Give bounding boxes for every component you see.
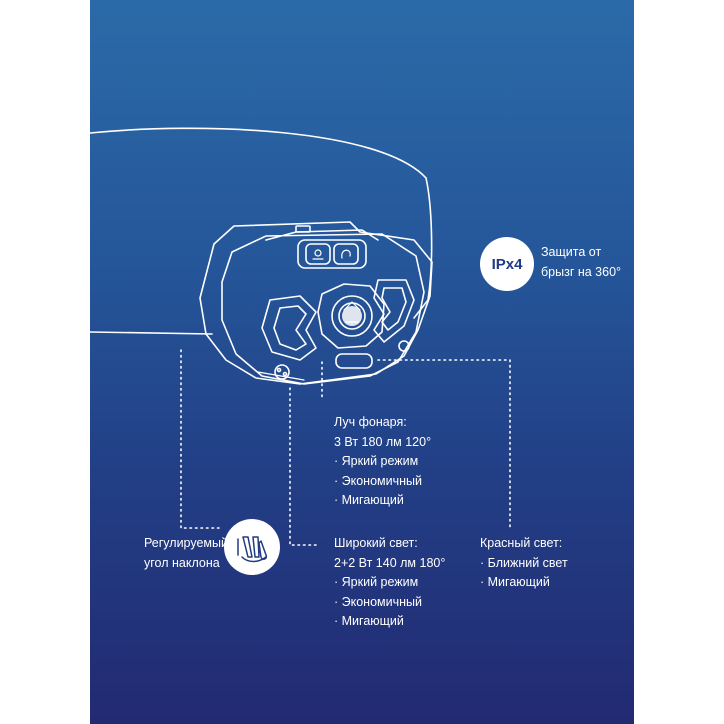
wide-light-mode-1: · Яркий режим [334,575,419,589]
callout-tilt-line [180,349,223,529]
wide-light-block: Широкий свет: 2+2 Вт 140 лм 180° · Яркий… [334,534,445,632]
front-body [221,233,425,385]
beam-mode-3: · Мигающий [334,493,404,507]
red-light-mode-2: · Мигающий [480,575,550,589]
top-clip [295,225,311,233]
strap-right-edge [425,177,433,301]
right-button [333,243,359,265]
ipx4-badge-icon: IPx4 [480,237,534,291]
tilt-icon-glyph [237,536,268,563]
beam-mode-2: · Экономичный [334,473,422,488]
headlamp-illustration [90,127,511,546]
ip-description-line1: Защита от [541,245,602,259]
top-plate [265,229,379,241]
red-led-window [335,353,373,369]
button-panel [297,239,367,269]
tilt-line1: Регулируемый [144,536,228,550]
wide-light-spec: 2+2 Вт 140 лм 180° [334,555,446,570]
left-button [305,243,331,265]
beam-spec: 3 Вт 180 лм 120° [334,434,432,449]
beam-title: Луч фонаря: [334,415,407,429]
wide-light-mode-2: · Экономичный [334,594,422,609]
red-light-mode-1: · Ближний свет [480,555,568,570]
side-sensor [398,340,410,352]
left-reflector [261,295,317,361]
beam-mode-1: · Яркий режим [334,454,419,468]
callout-red-line [377,359,511,531]
strap-top-edge [90,127,427,179]
strap-lower-edge [90,331,213,335]
wide-light-title: Широкий свет: [334,536,418,550]
ip-description-line2: брызг на 360° [541,264,622,279]
tilt-block: Регулируемый угол наклона [144,534,228,573]
lens-housing [317,283,385,349]
callout-wide-line [289,387,317,546]
rear-housing [199,221,433,385]
red-light-block: Красный свет: · Ближний свет · Мигающий [480,534,568,593]
tilt-line2: угол наклона [144,555,220,570]
tilt-angle-icon [224,519,280,575]
wide-light-mode-3: · Мигающий [334,614,404,628]
main-lens [331,295,373,337]
ip-description: Защита от брызг на 360° [541,243,621,282]
red-light-title: Красный свет: [480,536,563,550]
tilt-hinge [274,364,290,380]
beam-block: Луч фонаря: 3 Вт 180 лм 120° · Яркий реж… [334,413,431,511]
product-panel [90,0,634,724]
ip-badge-label: IPx4 [491,255,523,273]
right-reflector [373,279,415,343]
